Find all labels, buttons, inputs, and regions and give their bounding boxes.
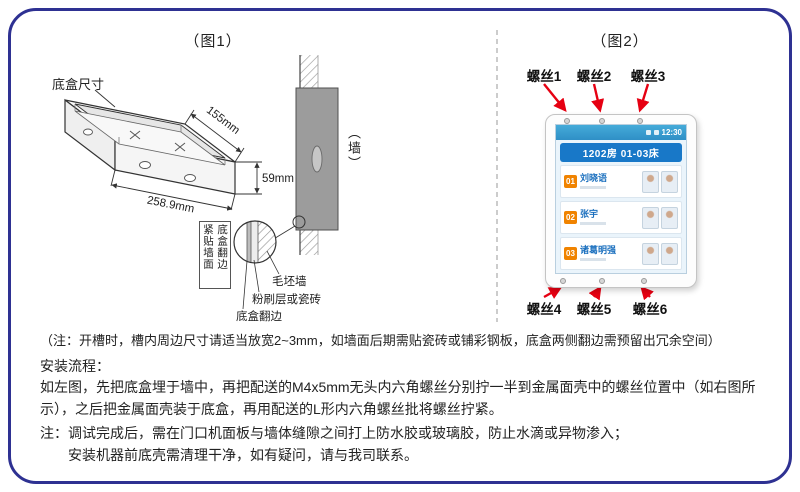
staff-photo [661, 170, 678, 193]
screw-hole [599, 118, 605, 124]
screen-time: 12:30 [661, 127, 682, 137]
callout-circle [233, 220, 277, 264]
layer-roughwall-label: 毛坯墙 [272, 274, 307, 288]
callout-plaster-layer [251, 221, 258, 263]
rounded-border-frame [8, 8, 792, 484]
staff-photo [642, 206, 659, 229]
callout-text-right: 底盒翻边 [216, 224, 229, 270]
bed-number-badge: 03 [564, 247, 577, 260]
device-screen: 12:30 1202房 01-03床 01 刘晓语 02 张宇 03 诸葛明强 [555, 124, 687, 274]
staff-photo [642, 170, 659, 193]
screw1-arrow [543, 83, 567, 113]
screw-hole [637, 118, 643, 124]
screw6-label: 螺丝6 [632, 302, 668, 317]
patient-name: 诸葛明强 [580, 245, 617, 255]
screw-arrows [543, 83, 654, 301]
dimension-height-label: 59mm [262, 173, 294, 185]
staff-photo [661, 242, 678, 265]
bed-number-badge: 01 [564, 175, 577, 188]
installation-flow-body: 如左图，先把底盒埋于墙中，再把配送的M4x5mm无头内六角螺丝分别拧一半到金属面… [40, 379, 756, 417]
box-size-label: 底盒尺寸 [52, 77, 105, 92]
wall-label: （墙） [346, 126, 361, 171]
screw-hole [560, 278, 566, 284]
box-slot-opening [311, 145, 323, 173]
screen-status-bar: 12:30 [556, 125, 686, 140]
callout-text-box: 紧贴墙面 底盒翻边 [199, 221, 231, 289]
screw-hole [599, 278, 605, 284]
patient-info-bar [580, 222, 606, 225]
slot-size-note: （注：开槽时，槽内周边尺寸请适当放宽2~3mm，如墙面后期需贴瓷砖或铺彩钢板，底… [40, 333, 721, 348]
door-panel-device: 12:30 1202房 01-03床 01 刘晓语 02 张宇 03 诸葛明强 [545, 114, 697, 288]
screw5-label: 螺丝5 [576, 302, 612, 317]
patient-name: 张宇 [580, 209, 599, 219]
detail-callout: 毛坯墙 粉刷层或瓷砖 底盒翻边 [233, 220, 321, 323]
box-size-leader-line [94, 89, 116, 108]
layer-flange-label: 底盒翻边 [236, 309, 282, 323]
patient-name: 刘晓语 [580, 173, 608, 183]
installation-flow-title: 安装流程： [40, 358, 110, 374]
callout-label-leaders [242, 250, 280, 310]
figure2-title: （图2） [591, 33, 649, 50]
patient-info-bar [580, 258, 606, 261]
dimension-depth-label: 155mm [204, 104, 242, 137]
screw1-label: 螺丝1 [526, 69, 562, 84]
dimension-width-label: 258.9mm [146, 195, 195, 216]
screw5-arrow [588, 285, 602, 301]
screw-hole [641, 278, 647, 284]
box-inner-wall-edges [74, 104, 226, 165]
staff-photo [661, 206, 678, 229]
screw-hole [564, 118, 570, 124]
screw6-arrow [640, 286, 654, 301]
caution-note-line2: 安装机器前底壳需清理干净，如有疑问，请与我司联系。 [68, 447, 418, 463]
room-title-bar: 1202房 01-03床 [560, 143, 682, 162]
battery-icon [653, 130, 659, 135]
caution-note-line1: 注：调试完成后，需在门口机面板与墙体缝隙之间打上防水胶或玻璃胶，防止水滴或异物渗… [40, 425, 628, 441]
screw2-label: 螺丝2 [576, 69, 612, 84]
staff-photo [642, 242, 659, 265]
patient-info-bar [580, 186, 606, 189]
layer-plaster-label: 粉刷层或瓷砖 [252, 292, 321, 306]
screw3-arrow [636, 83, 650, 113]
box-knockout-holes [83, 128, 196, 182]
screw2-arrow [591, 83, 605, 113]
callout-flange-layer [247, 221, 251, 263]
wifi-icon [645, 130, 651, 135]
callout-text-left: 紧贴墙面 [202, 224, 214, 270]
screw4-arrow [543, 286, 563, 299]
patient-row: 02 张宇 [560, 201, 682, 234]
wall-cross-section [271, 55, 339, 255]
detail-marker-circle [292, 215, 306, 229]
box-screw-cross-marks [129, 130, 186, 152]
screw4-label: 螺丝4 [526, 302, 562, 317]
screw3-label: 螺丝3 [630, 69, 666, 84]
patient-list: 01 刘晓语 02 张宇 03 诸葛明强 [556, 165, 686, 270]
figure1-title: （图1） [184, 33, 242, 50]
callout-roughwall-layer [258, 221, 276, 263]
patient-row: 03 诸葛明强 [560, 237, 682, 270]
dimension-lines [94, 89, 262, 211]
bed-number-badge: 02 [564, 211, 577, 224]
patient-row: 01 刘晓语 [560, 165, 682, 198]
